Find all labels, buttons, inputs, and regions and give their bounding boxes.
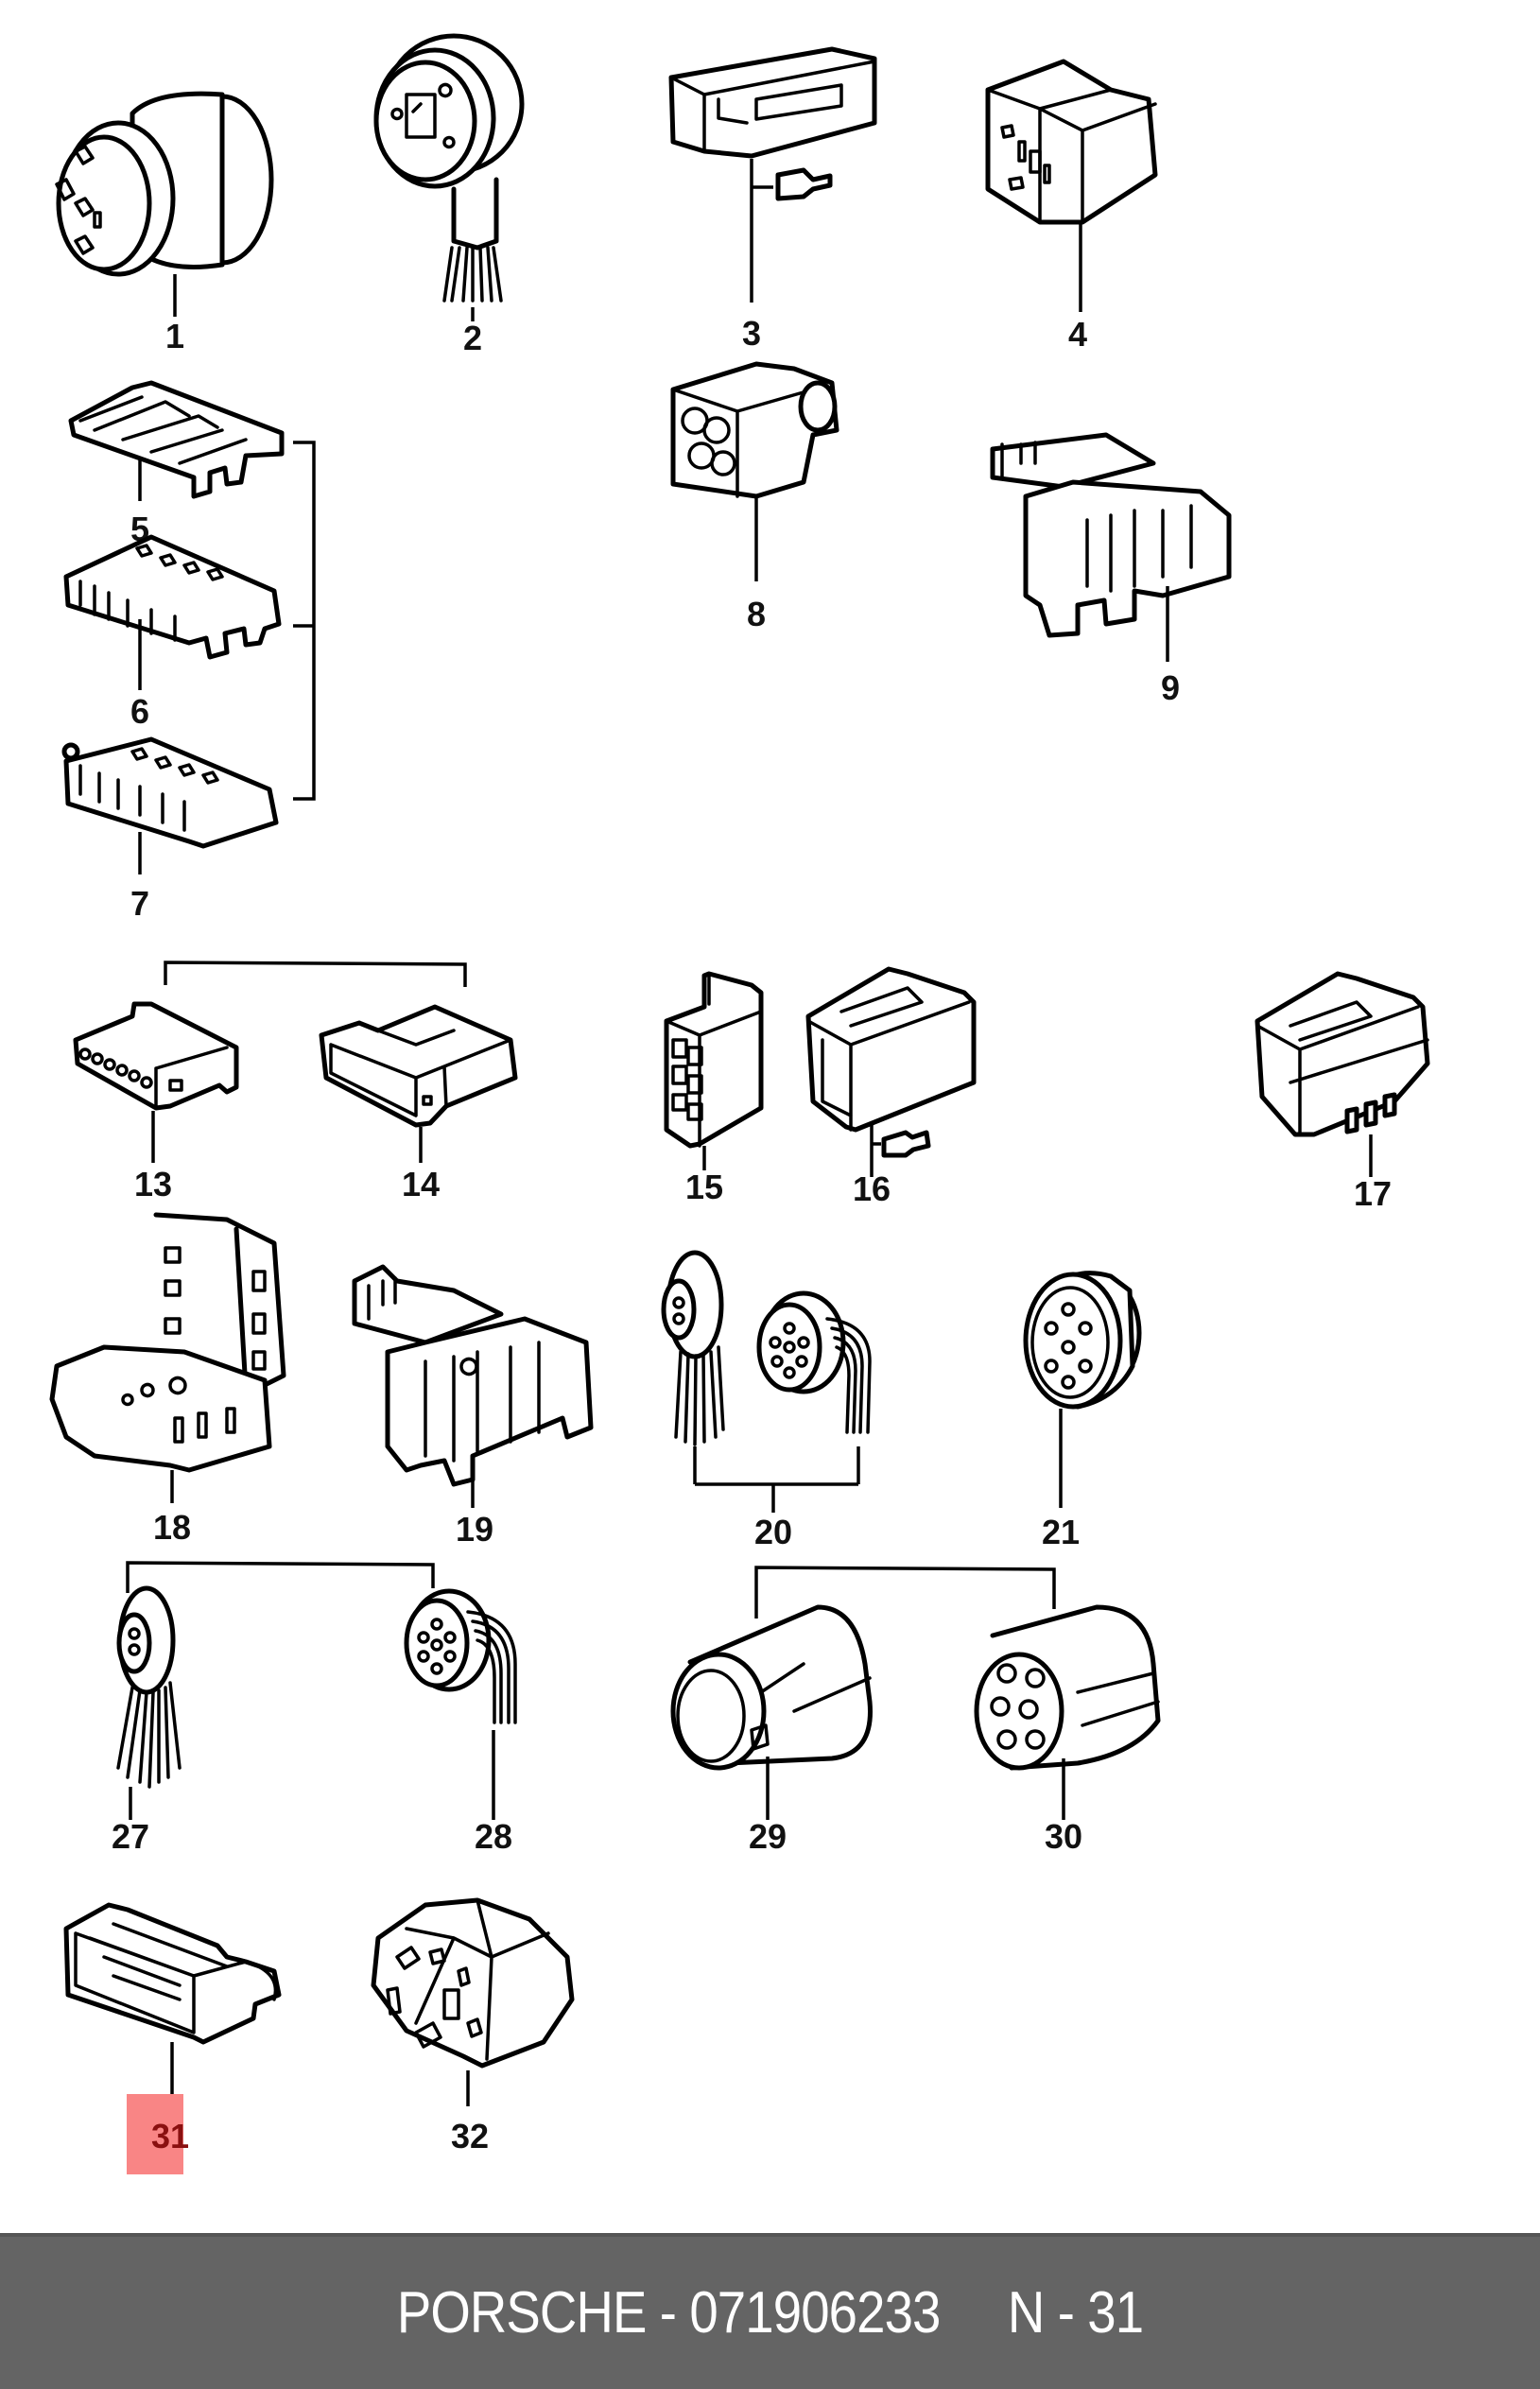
part-28-round-connector-wires[interactable] [404,1588,517,1820]
callout-4: 4 [1068,315,1087,354]
part-27-round-connector-wires[interactable] [116,1585,182,1820]
callout-21: 21 [1042,1513,1080,1551]
part-9-relay-holder[interactable] [990,432,1232,662]
callout-32: 32 [451,2117,489,2155]
part-6-contact-carrier[interactable] [63,534,282,690]
callout-8: 8 [747,595,766,633]
part-30-round-plug[interactable] [974,1604,1161,1820]
callout-15: 15 [685,1168,723,1206]
callout-16: 16 [853,1169,891,1208]
group-bracket-5-7 [293,441,316,801]
part-31-connector-housing[interactable] [63,1902,282,2101]
group-bracket-27-28 [126,1561,435,1593]
callout-13: 13 [134,1165,172,1203]
footer-caption: PORSCHE - 071906233 N - 31 [396,2279,1144,2346]
part-3-flat-connector-pin[interactable] [668,46,877,303]
part-5-contact-carrier[interactable] [68,380,285,501]
brand-name: PORSCHE [396,2280,648,2346]
callout-2: 2 [463,319,482,357]
separator: - [646,2280,690,2346]
callout-30: 30 [1045,1817,1082,1856]
callout-19: 19 [456,1510,493,1549]
part-19-relay-holder[interactable] [352,1264,594,1508]
callout-29: 29 [749,1817,787,1856]
callout-1: 1 [165,317,184,355]
part-17-housing-with-pins[interactable] [1254,971,1430,1177]
part-15-6pin-housing[interactable] [664,971,764,1170]
callout-28: 28 [475,1817,512,1856]
highlight-box-31 [127,2094,183,2174]
callout-27: 27 [112,1817,149,1856]
part-14-flat-connector-housing[interactable] [319,1004,518,1163]
part-13-flat-connector[interactable] [73,1001,239,1163]
callout-20: 20 [754,1513,792,1551]
part-20-round-connector-pair[interactable] [661,1250,872,1513]
part-32-hex-connector[interactable] [371,1897,575,2106]
callout-17: 17 [1354,1174,1392,1213]
part-2-round-connector-wires[interactable] [373,33,525,321]
position-label: N - 31 [1007,2280,1144,2346]
part-29-round-coupling[interactable] [670,1604,873,1820]
callout-6: 6 [130,692,149,731]
footer-banner: PORSCHE - 071906233 N - 31 [0,2233,1540,2389]
group-bracket-13-14 [164,961,467,987]
part-4-relay-socket[interactable] [985,59,1158,312]
group-bracket-29-30 [754,1566,1056,1619]
parts-diagram: 1 2 3 4 5 6 [49,33,1430,2174]
part-21-round-connector-7pin[interactable] [1023,1271,1142,1508]
callout-31[interactable]: 31 [151,2117,189,2155]
part-16-housing-with-pin[interactable] [805,966,977,1177]
callout-3: 3 [742,314,761,353]
spacer [940,2280,1007,2346]
callout-9: 9 [1161,668,1180,707]
part-8-multipin-connector[interactable] [670,361,839,581]
callout-18: 18 [153,1508,191,1547]
callout-7: 7 [130,884,149,923]
part-7-contact-carrier-clip[interactable] [61,736,279,874]
part-1-round-connector[interactable] [55,91,274,317]
callout-14: 14 [402,1165,440,1203]
part-number: 071906233 [689,2280,941,2346]
part-18-relay-bracket[interactable] [49,1212,286,1503]
